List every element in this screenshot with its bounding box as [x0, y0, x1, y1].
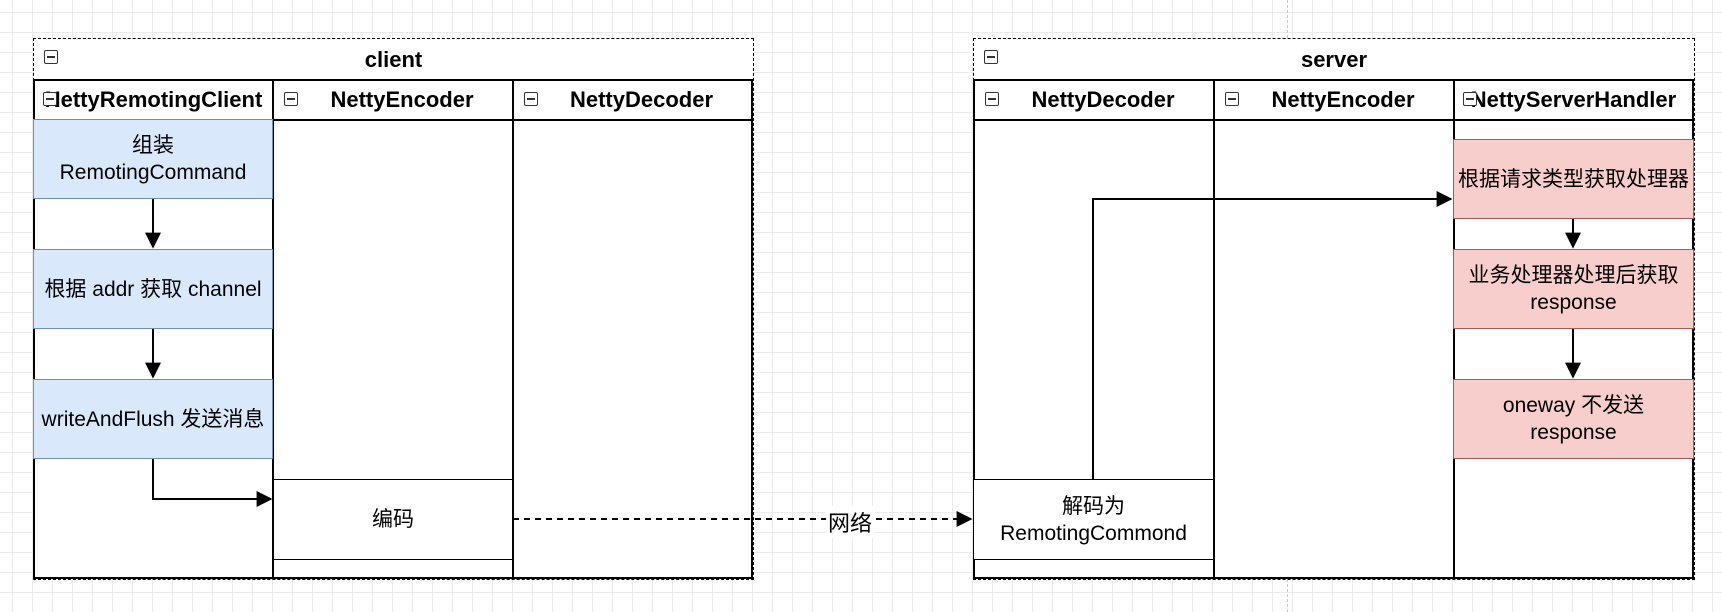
lane-header: NettyRemotingClient	[35, 81, 272, 121]
collapse-icon[interactable]	[44, 50, 58, 64]
collapse-icon[interactable]	[43, 92, 57, 106]
node-get-channel[interactable]: 根据 addr 获取 channel	[33, 249, 273, 329]
collapse-icon[interactable]	[984, 50, 998, 64]
node-label: 根据 addr 获取 channel	[44, 277, 262, 301]
node-label: 根据请求类型获取处理器	[1458, 167, 1689, 191]
server-pool-title: server	[1300, 47, 1368, 72]
edge-label-network: 网络	[826, 506, 875, 538]
server-pool-header: server	[974, 39, 1694, 79]
lane-header: NettyEncoder	[1215, 81, 1453, 121]
collapse-icon[interactable]	[985, 92, 999, 106]
node-label: 解码为 RemotingCommond	[1000, 494, 1187, 545]
node-label: 编码	[372, 508, 414, 531]
node-label: 组装 RemotingCommand	[59, 134, 247, 184]
node-get-processor[interactable]: 根据请求类型获取处理器	[1453, 139, 1694, 219]
lane-netty-encoder[interactable]: NettyEncoder	[1213, 79, 1455, 579]
node-label: 业务处理器处理后获取 response	[1468, 264, 1679, 314]
node-label: oneway 不发送 response	[1502, 394, 1645, 444]
node-decode[interactable]: 解码为 RemotingCommond	[973, 479, 1214, 560]
client-pool-header: client	[34, 39, 753, 79]
lane-header: NettyServerHandler	[1455, 81, 1692, 121]
lane-netty-decoder[interactable]: NettyDecoder	[512, 79, 753, 579]
collapse-icon[interactable]	[524, 92, 538, 106]
node-encode[interactable]: 编码	[273, 479, 513, 560]
collapse-icon[interactable]	[284, 92, 298, 106]
lane-header: NettyDecoder	[975, 81, 1213, 121]
collapse-icon[interactable]	[1225, 92, 1239, 106]
lane-header: NettyEncoder	[274, 81, 512, 121]
node-assemble-command[interactable]: 组装 RemotingCommand	[33, 119, 273, 199]
node-process-response[interactable]: 业务处理器处理后获取 response	[1453, 249, 1694, 329]
lane-header: NettyDecoder	[514, 81, 751, 121]
node-oneway[interactable]: oneway 不发送 response	[1453, 379, 1694, 459]
collapse-icon[interactable]	[1463, 92, 1477, 106]
node-label: writeAndFlush 发送消息	[41, 407, 265, 431]
node-write-and-flush[interactable]: writeAndFlush 发送消息	[33, 379, 273, 459]
client-pool-title: client	[364, 47, 423, 72]
